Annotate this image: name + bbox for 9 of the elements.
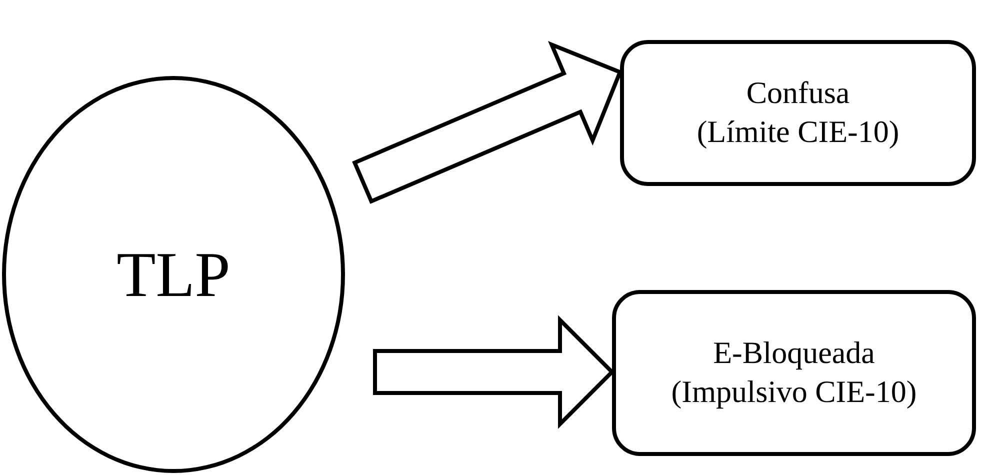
node-text: TLP [116, 238, 230, 312]
node-text: (Límite CIE-10) [696, 113, 900, 151]
block-arrow [352, 41, 623, 204]
rounded-box [620, 40, 976, 186]
node-text: (Impulsivo CIE-10) [671, 373, 917, 411]
node-text: Confusa [746, 74, 850, 112]
node-text: E-Bloqueada [713, 334, 875, 372]
block-arrow [373, 315, 615, 429]
rounded-box [612, 290, 976, 456]
